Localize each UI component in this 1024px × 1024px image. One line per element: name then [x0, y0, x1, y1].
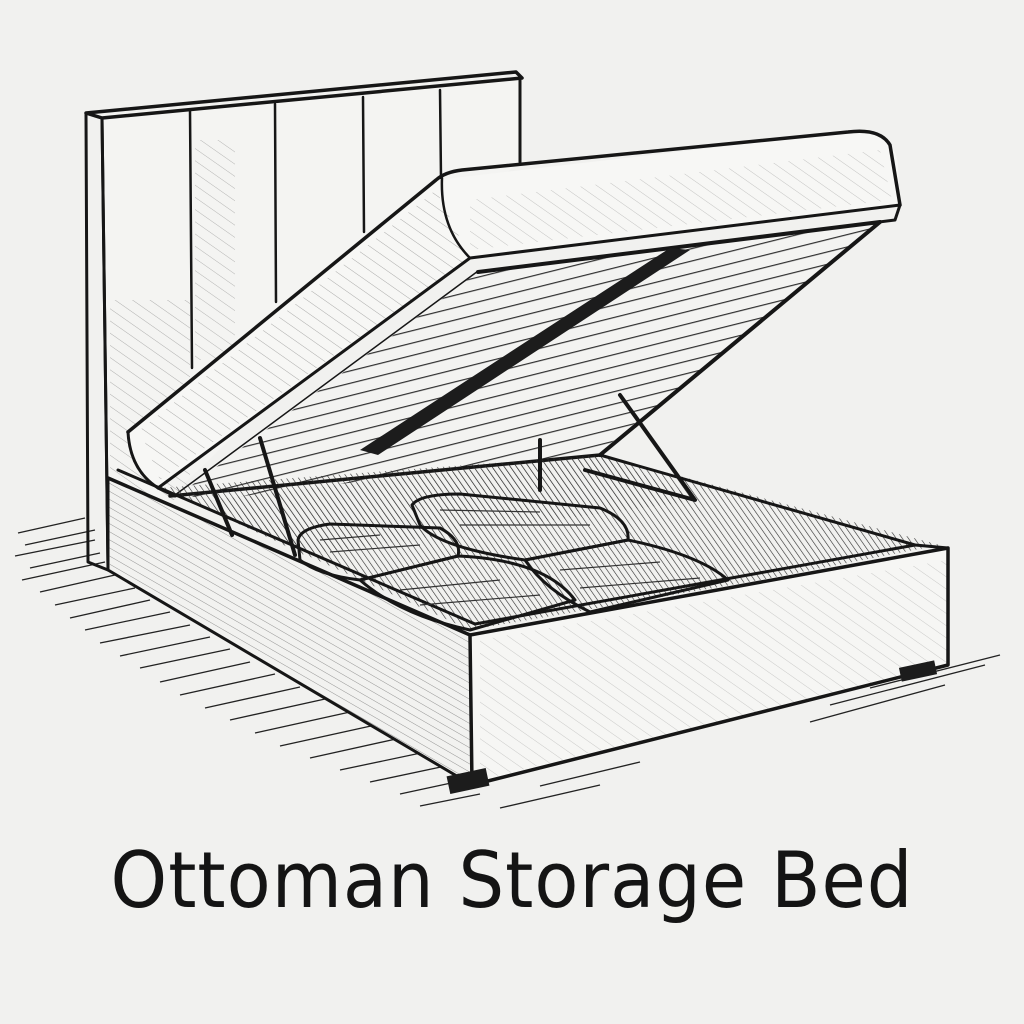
ottoman-bed-illustration	[14, 70, 1001, 809]
caption-title: Ottoman Storage Bed	[110, 834, 914, 926]
bed-base	[106, 453, 950, 794]
lifted-platform	[126, 129, 902, 500]
floor-shadow	[14, 517, 1001, 809]
gas-lift-struts	[203, 393, 697, 557]
stored-pillows	[296, 492, 730, 632]
